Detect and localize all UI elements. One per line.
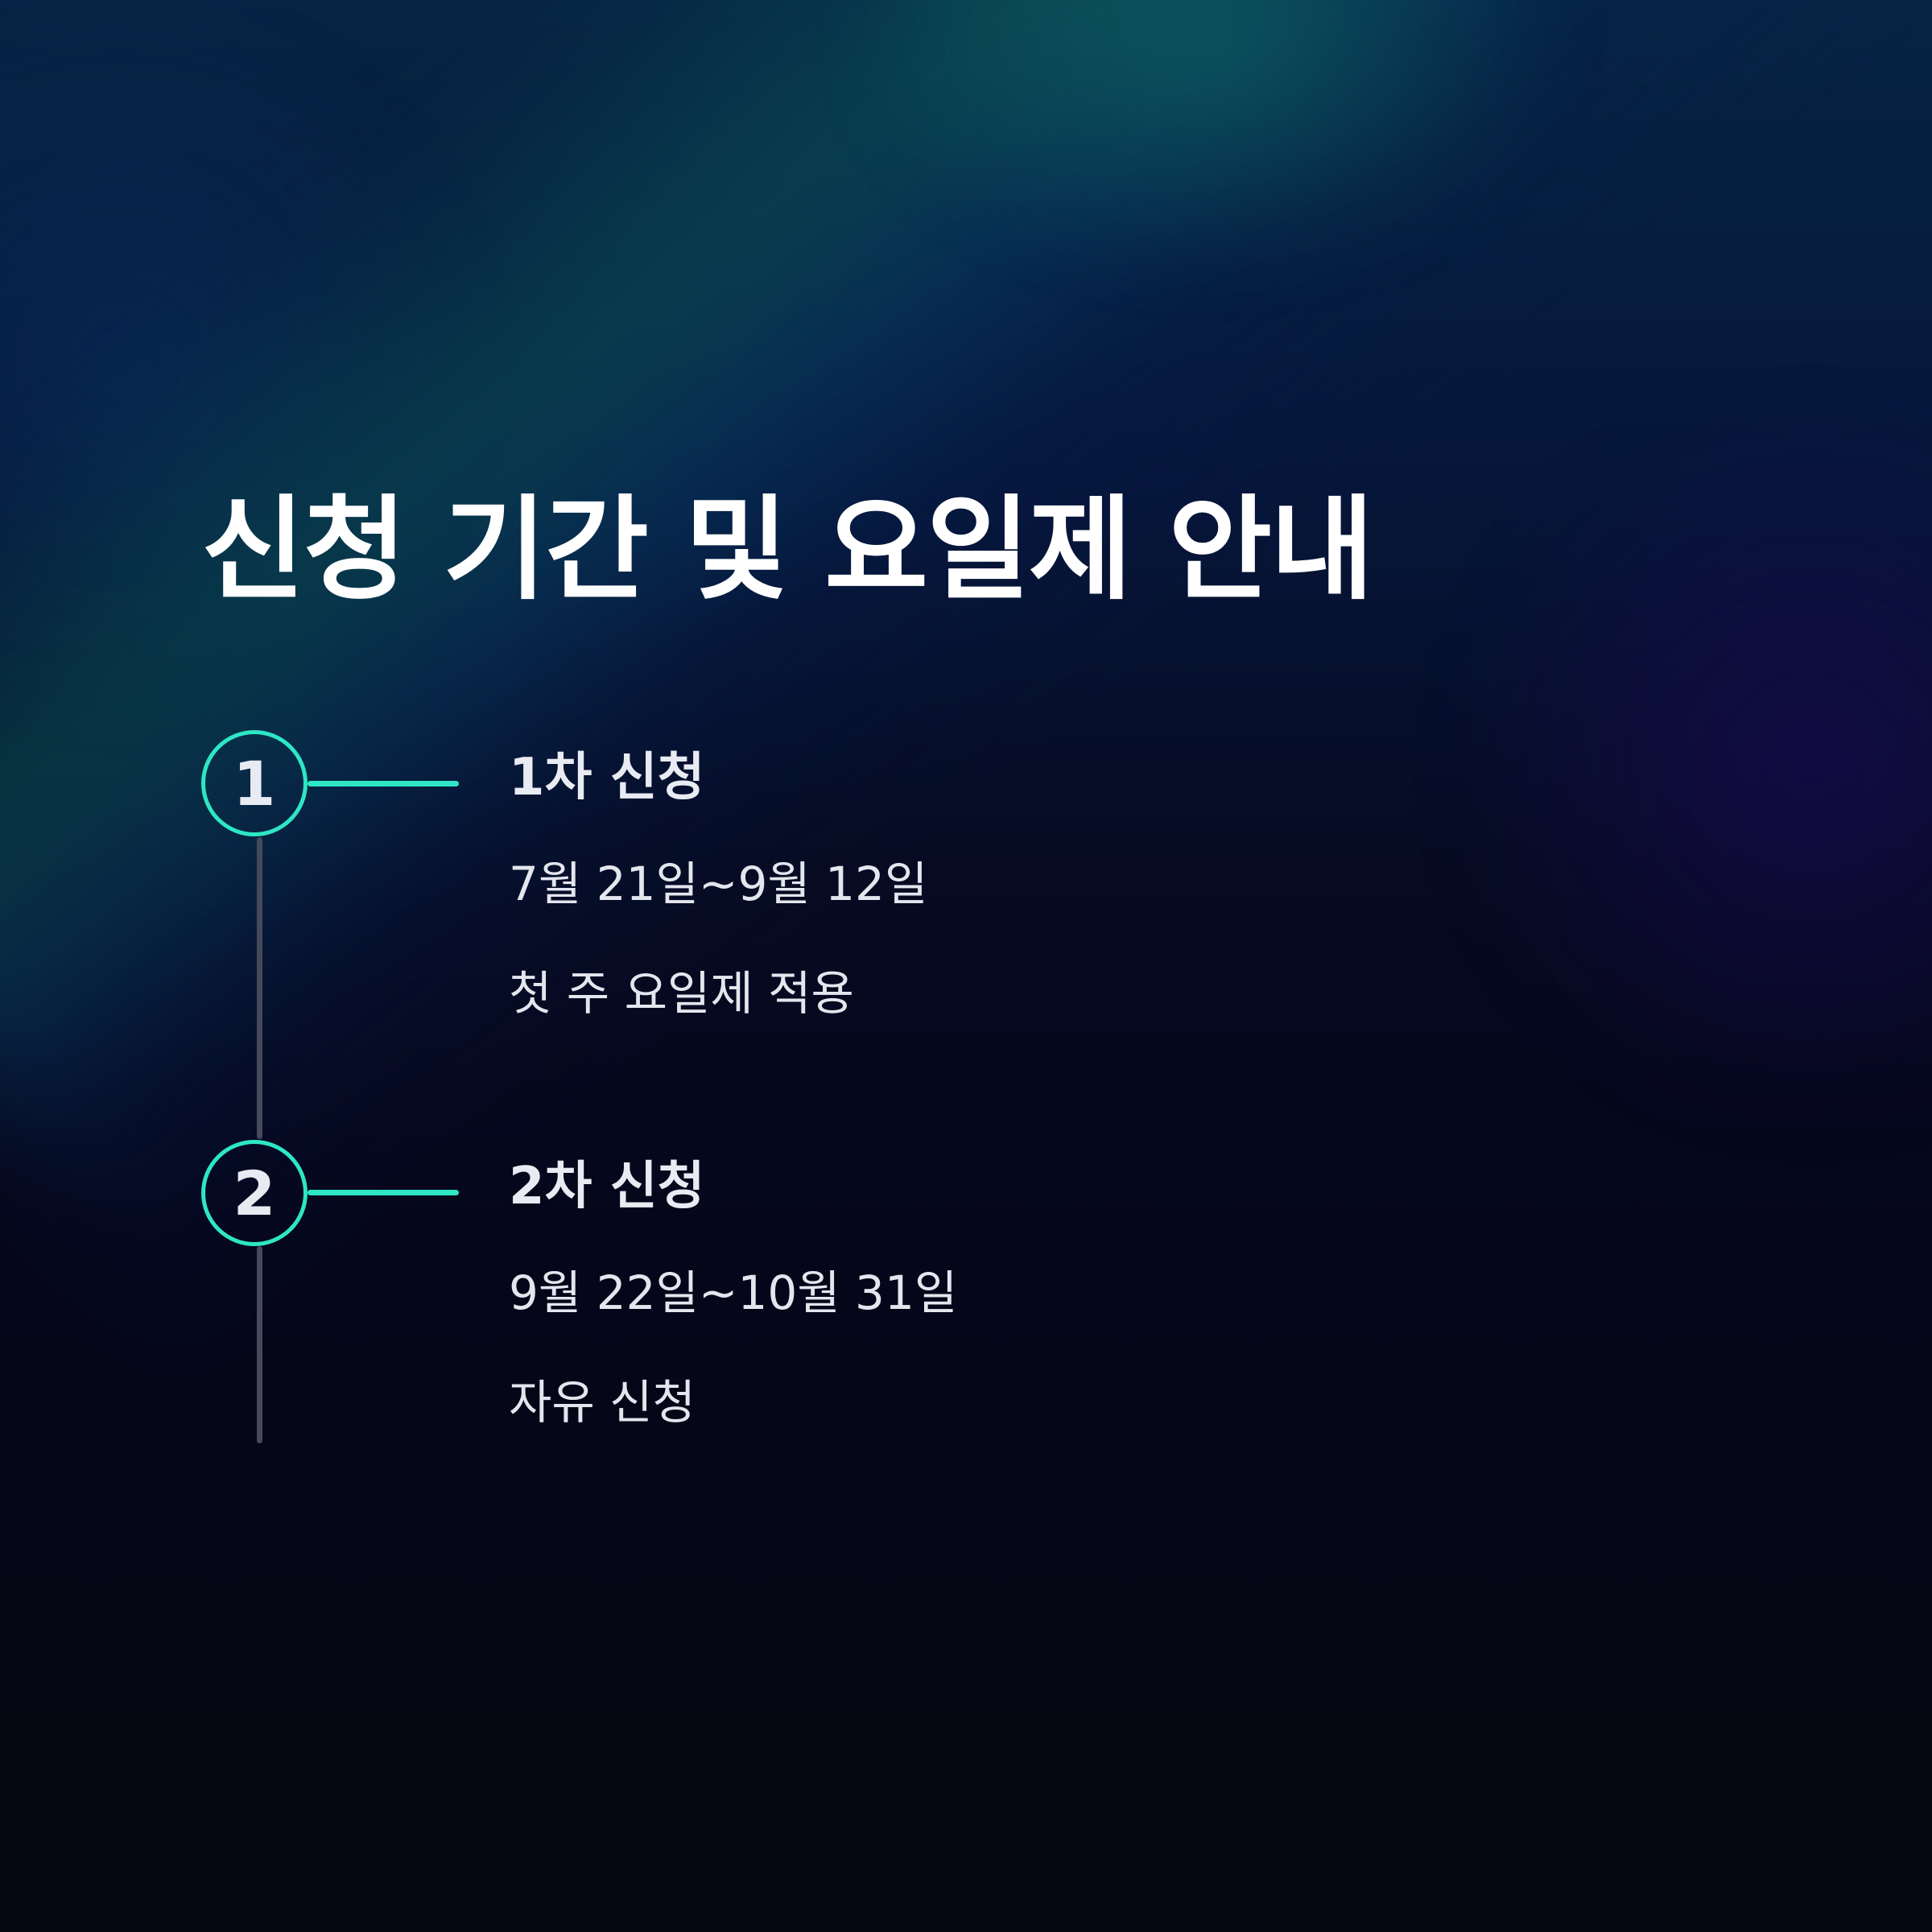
step-2-period: 9월 22일~10월 31일 (509, 1265, 958, 1320)
step-2-connector (308, 1190, 459, 1195)
step-1-connector (308, 781, 459, 786)
timeline-line-2 (257, 1246, 262, 1443)
step-1-note: 첫 주 요일제 적용 (509, 966, 854, 1021)
step-1-period: 7월 21일~9월 12일 (509, 857, 928, 911)
step-2-note: 자유 신청 (509, 1375, 696, 1430)
step-2-number-badge: 2 (201, 1140, 308, 1246)
step-1-title: 1차 신청 (509, 748, 705, 807)
page-title: 신청 기간 및 요일제 안내 (201, 485, 1374, 616)
step-1-number-badge: 1 (201, 730, 308, 836)
timeline-line-1 (257, 837, 262, 1139)
step-2-title: 2차 신청 (509, 1157, 705, 1216)
